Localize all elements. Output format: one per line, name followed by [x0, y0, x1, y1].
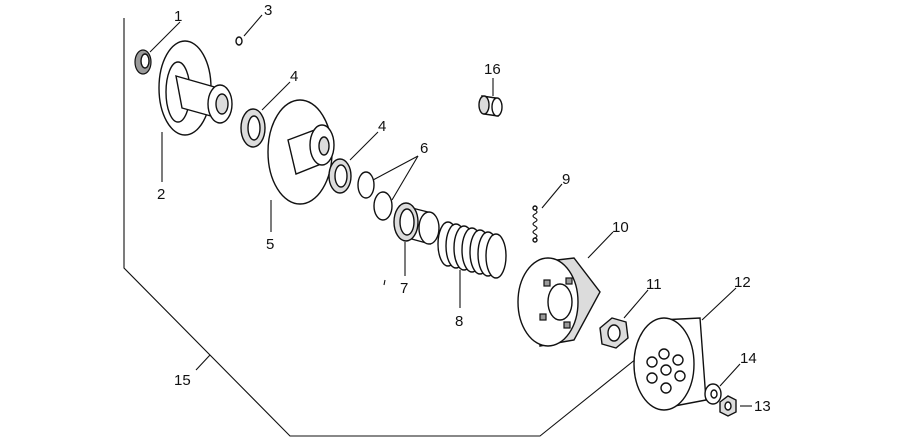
- part-13-nut: [719, 395, 737, 417]
- callout-1: 1: [174, 8, 182, 25]
- leader-lines: [149, 14, 752, 407]
- callout-16: 16: [484, 61, 501, 78]
- callout-14: 14: [740, 350, 757, 367]
- callout-3: 3: [264, 2, 272, 19]
- callout-7: 7: [400, 280, 408, 297]
- callout-5: 5: [266, 236, 274, 253]
- part-3-pin: [235, 36, 243, 46]
- part-9-small-spring: [532, 205, 538, 243]
- part-4-washer-a: [240, 108, 266, 148]
- callout-8: 8: [455, 313, 463, 330]
- callout-labels: 1 2 3 4 4 5 6 7 8 9 10 11 12 13 14 15 16: [157, 2, 771, 415]
- part-5-movable-pulley: [267, 99, 335, 205]
- callout-4b: 4: [378, 118, 386, 135]
- part-4-washer-b: [328, 158, 352, 194]
- part-7-sleeve: [393, 202, 440, 245]
- part-2-drive-pulley: [158, 40, 233, 136]
- part-10-clutch-shoes: [517, 257, 601, 347]
- part-1-seal: [134, 49, 152, 75]
- callout-15: 15: [174, 372, 191, 389]
- stray-mark: [383, 279, 386, 286]
- callout-9: 9: [562, 171, 570, 188]
- callout-2: 2: [157, 186, 165, 203]
- part-11-hex-nut: [599, 317, 629, 349]
- part-8-spring: [437, 221, 507, 279]
- callout-4a: 4: [290, 68, 298, 85]
- part-14-washer: [704, 383, 722, 405]
- callout-10: 10: [612, 219, 629, 236]
- assembly-bracket: [123, 18, 673, 437]
- callout-12: 12: [734, 274, 751, 291]
- part-12-clutch-bell: [633, 317, 707, 411]
- callout-6: 6: [420, 140, 428, 157]
- part-16-bushing: [478, 95, 503, 117]
- callout-11: 11: [646, 276, 662, 293]
- part-6-o-rings: [357, 171, 393, 221]
- callout-13: 13: [754, 398, 771, 415]
